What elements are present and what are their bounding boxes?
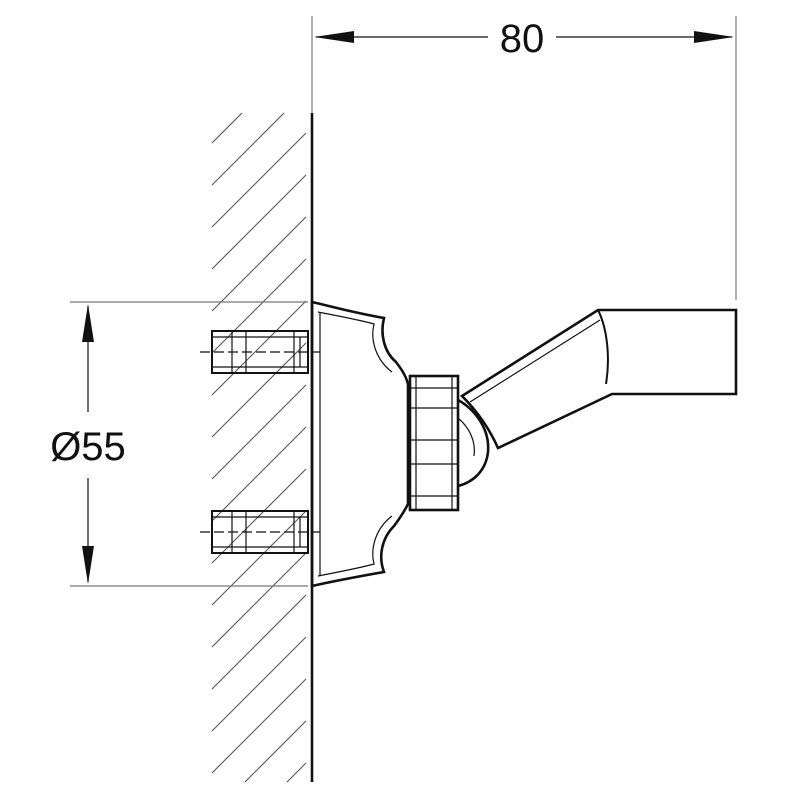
hatch-line: [211, 258, 307, 354]
diameter-dimension-label: Ø55: [50, 425, 126, 469]
hatch-line: [286, 762, 307, 783]
hatch-line: [211, 342, 307, 438]
wall-flange: [310, 300, 410, 588]
diameter-dimension: Ø55: [50, 301, 308, 587]
ball-joint: [457, 398, 490, 488]
width-arrow-left: [314, 31, 354, 43]
width-arrow-right: [694, 31, 734, 43]
anchor-bolt-lower: [200, 510, 320, 554]
hatch-line: [244, 720, 307, 783]
wall-hatching: [211, 112, 307, 783]
hatch-line: [211, 174, 307, 270]
ball-joint-inner: [457, 417, 475, 457]
hatch-line: [211, 678, 307, 774]
hatch-line: [211, 594, 307, 690]
diameter-arrow-top: [82, 304, 94, 342]
diameter-arrow-bottom: [82, 546, 94, 584]
hatch-line: [211, 384, 307, 480]
hatch-line: [211, 216, 307, 312]
hatch-line: [211, 112, 243, 144]
hatch-line: [211, 636, 307, 732]
hatch-line: [211, 552, 307, 648]
hatch-line: [211, 510, 307, 606]
width-dimension-label: 80: [500, 17, 545, 61]
hatch-line: [211, 426, 307, 522]
hex-collar: [408, 374, 460, 512]
anchor-bolt-upper: [200, 330, 320, 374]
hatch-line: [211, 300, 307, 396]
hatch-line: [211, 112, 285, 186]
width-dimension: 80: [311, 16, 737, 300]
hatch-line: [211, 468, 307, 564]
hatch-line: [211, 132, 307, 228]
holder-arm: [459, 308, 738, 450]
